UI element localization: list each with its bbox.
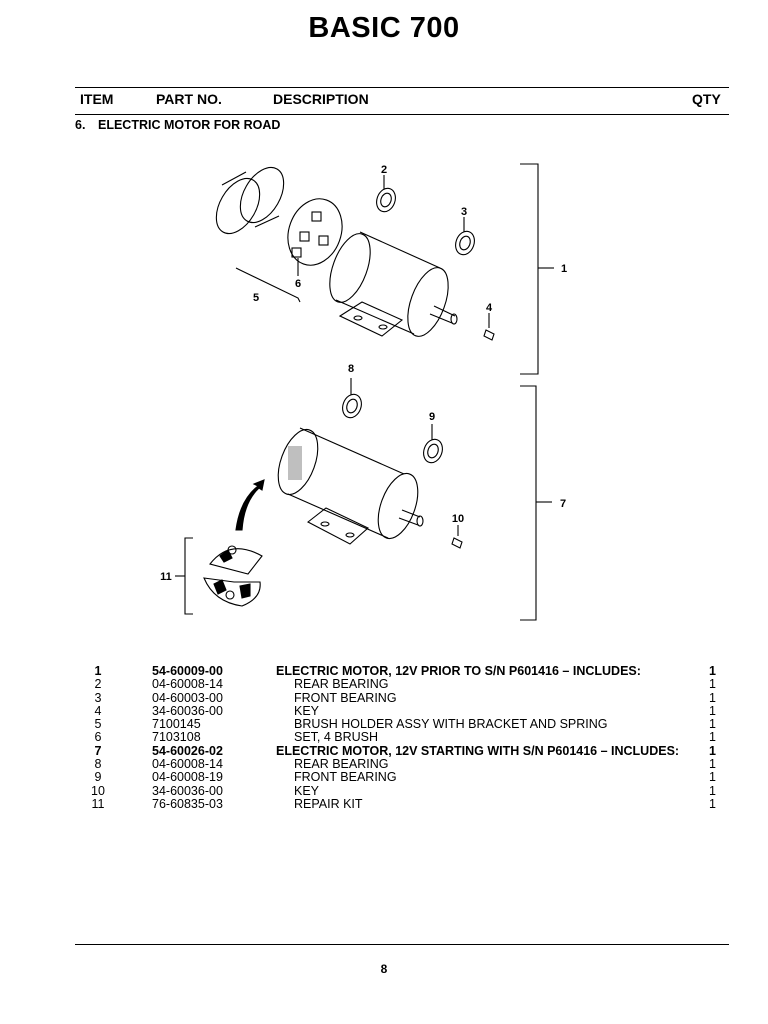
item-number: 7 — [94, 743, 102, 758]
header-rule-top — [75, 87, 729, 88]
part-description: FRONT BEARING — [294, 690, 397, 705]
callout-5: 5 — [253, 292, 259, 304]
parts-row: 4 34-60036-00 KEY 1 — [0, 703, 768, 718]
motor-body-upper — [329, 231, 458, 337]
part-number: 04-60003-00 — [152, 690, 223, 705]
part-qty: 1 — [709, 677, 716, 692]
callout-11: 11 — [160, 571, 172, 583]
header-rule-bottom — [75, 114, 729, 115]
part-qty: 1 — [709, 730, 716, 745]
item-number: 5 — [94, 717, 102, 732]
parts-row: 11 76-60835-03 REPAIR KIT 1 — [0, 796, 768, 811]
part-description: KEY — [294, 703, 320, 718]
part-description: REPAIR KIT — [294, 796, 363, 811]
cover-band — [215, 166, 285, 235]
part-number: 04-60008-14 — [152, 757, 223, 772]
item-number: 8 — [94, 757, 102, 772]
item-number: 1 — [94, 664, 102, 678]
column-header-description: DESCRIPTION — [273, 91, 369, 107]
part-number: 04-60008-19 — [152, 770, 223, 785]
bearing-2 — [376, 175, 396, 213]
parts-row: 8 04-60008-14 REAR BEARING 1 — [0, 757, 768, 772]
item-number: 11 — [91, 796, 105, 811]
bracket-outline — [235, 267, 301, 303]
item-number: 2 — [94, 677, 102, 692]
part-qty: 1 — [709, 757, 716, 772]
callout-6: 6 — [295, 278, 301, 290]
callout-4: 4 — [486, 302, 493, 314]
part-number: 34-60036-00 — [152, 703, 223, 718]
column-header-qty: QTY — [692, 91, 721, 107]
page-title: BASIC 700 — [308, 12, 460, 44]
part-number: 04-60008-14 — [152, 677, 223, 692]
part-description: KEY — [294, 783, 320, 798]
section-number: 6. — [75, 118, 86, 132]
callout-2: 2 — [381, 164, 387, 176]
part-description: FRONT BEARING — [294, 770, 397, 785]
section-name: ELECTRIC MOTOR FOR ROAD — [98, 118, 281, 132]
parts-row: 7 54-60026-02 ELECTRIC MOTOR, 12V STARTI… — [0, 743, 768, 758]
part-number: 34-60036-00 — [152, 783, 223, 798]
part-number: 7103108 — [152, 730, 201, 745]
parts-row: 5 7100145 BRUSH HOLDER ASSY WITH BRACKET… — [0, 717, 768, 732]
callout-9: 9 — [429, 411, 435, 423]
footer-rule — [75, 944, 729, 945]
group-bracket-1 — [520, 163, 539, 375]
part-qty: 1 — [709, 717, 716, 732]
part-qty: 1 — [709, 743, 716, 758]
page-number: 8 — [380, 962, 388, 976]
part-number: 54-60026-02 — [152, 743, 223, 758]
callout-3: 3 — [461, 206, 467, 218]
assembly-arrow — [235, 479, 265, 531]
key-4 — [483, 313, 495, 341]
part-number: 54-60009-00 — [152, 664, 223, 678]
part-qty: 1 — [709, 770, 716, 785]
brush-plate — [287, 198, 343, 266]
lower-motor-assembly — [175, 378, 552, 621]
item-number: 3 — [94, 690, 102, 705]
key-10 — [451, 525, 463, 549]
callout-1: 1 — [561, 263, 567, 275]
part-description: ELECTRIC MOTOR, 12V PRIOR TO S/N P601416… — [276, 664, 641, 678]
part-qty: 1 — [709, 796, 716, 811]
item-number: 6 — [94, 730, 102, 745]
group-bracket-7 — [520, 385, 537, 621]
parts-row: 1 54-60009-00 ELECTRIC MOTOR, 12V PRIOR … — [0, 664, 768, 678]
column-header-part-no: PART NO. — [156, 91, 222, 107]
callout-7: 7 — [560, 498, 566, 510]
part-description: SET, 4 BRUSH — [294, 730, 379, 745]
parts-list: 1 54-60009-00 ELECTRIC MOTOR, 12V PRIOR … — [0, 664, 768, 811]
part-description: BRUSH HOLDER ASSY WITH BRACKET AND SPRIN… — [294, 717, 608, 732]
callout-10: 10 — [452, 513, 464, 525]
part-qty: 1 — [709, 690, 716, 705]
repair-kit-11 — [203, 545, 263, 607]
part-description: REAR BEARING — [294, 757, 389, 772]
parts-row: 2 04-60008-14 REAR BEARING 1 — [0, 677, 768, 692]
item-number: 10 — [91, 783, 105, 798]
group-bracket-11 — [184, 537, 193, 615]
motor-body-lower — [277, 427, 424, 545]
part-qty: 1 — [709, 783, 716, 798]
part-description: ELECTRIC MOTOR, 12V STARTING WITH S/N P6… — [276, 743, 680, 758]
item-number: 9 — [94, 770, 102, 785]
upper-motor-assembly — [215, 163, 554, 375]
bearing-8 — [342, 378, 362, 419]
part-description: REAR BEARING — [294, 677, 389, 692]
callout-8: 8 — [348, 363, 354, 375]
column-header-item: ITEM — [80, 91, 114, 107]
part-qty: 1 — [709, 703, 716, 718]
exploded-parts-diagram: 1 2 3 4 5 6 7 8 9 10 11 — [160, 163, 567, 621]
parts-row: 6 7103108 SET, 4 BRUSH 1 — [0, 730, 768, 745]
section-heading: 6. ELECTRIC MOTOR FOR ROAD — [75, 118, 280, 132]
part-qty: 1 — [709, 664, 716, 678]
parts-row: 10 34-60036-00 KEY 1 — [0, 783, 768, 798]
parts-row: 3 04-60003-00 FRONT BEARING 1 — [0, 690, 768, 705]
item-number: 4 — [94, 703, 102, 718]
part-number: 7100145 — [152, 717, 201, 732]
bearing-9 — [423, 424, 443, 464]
part-number: 76-60835-03 — [152, 796, 223, 811]
parts-row: 9 04-60008-19 FRONT BEARING 1 — [0, 770, 768, 785]
bearing-3 — [455, 217, 475, 256]
